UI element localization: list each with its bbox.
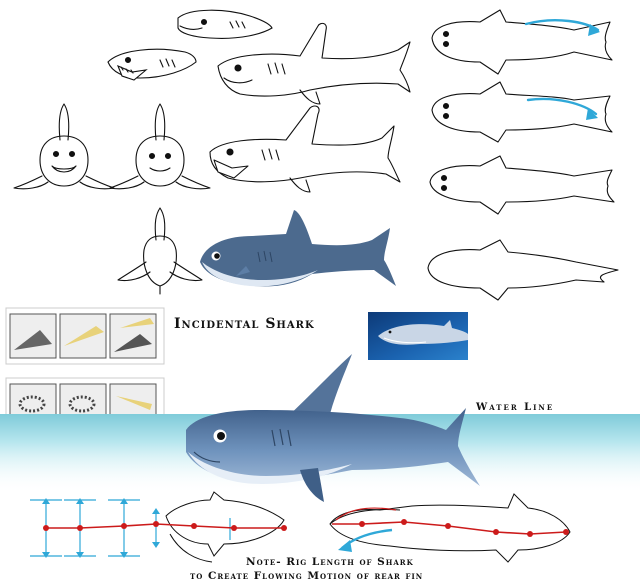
shark-head-sketch-open-mouth: [107, 48, 197, 81]
rig-diagram-side: [30, 491, 287, 563]
shark-front-sketch-2: [109, 103, 211, 190]
rig-diagram-top: [329, 493, 571, 563]
shark-hero-illustration: [186, 354, 480, 502]
shark-front-sketch-1: [13, 103, 115, 190]
shark-top-sketch-3: [429, 155, 615, 215]
shark-front-sketch-3: [117, 207, 203, 295]
shark-top-sketch-2: [431, 81, 613, 143]
shark-side-sketch-1: [217, 22, 411, 105]
note-rig-line-1: Note- Rig Length of Shark: [246, 556, 414, 568]
shark-color-model: [200, 210, 396, 287]
note-rig-line-2: to Create Flowing Motion of rear fin: [190, 570, 424, 582]
shark-top-sketch-4: [427, 239, 619, 301]
motion-arrow-icon: [524, 19, 600, 120]
shark-side-sketch-2: [209, 105, 401, 193]
storyboard-panel-1: [5, 307, 165, 365]
reference-photo: [368, 312, 468, 360]
shark-top-sketch-1: [431, 9, 613, 75]
title-incidental-shark: Incidental Shark: [174, 316, 315, 332]
shark-head-sketch-top: [177, 9, 273, 39]
label-water-line: Water Line: [476, 402, 555, 413]
